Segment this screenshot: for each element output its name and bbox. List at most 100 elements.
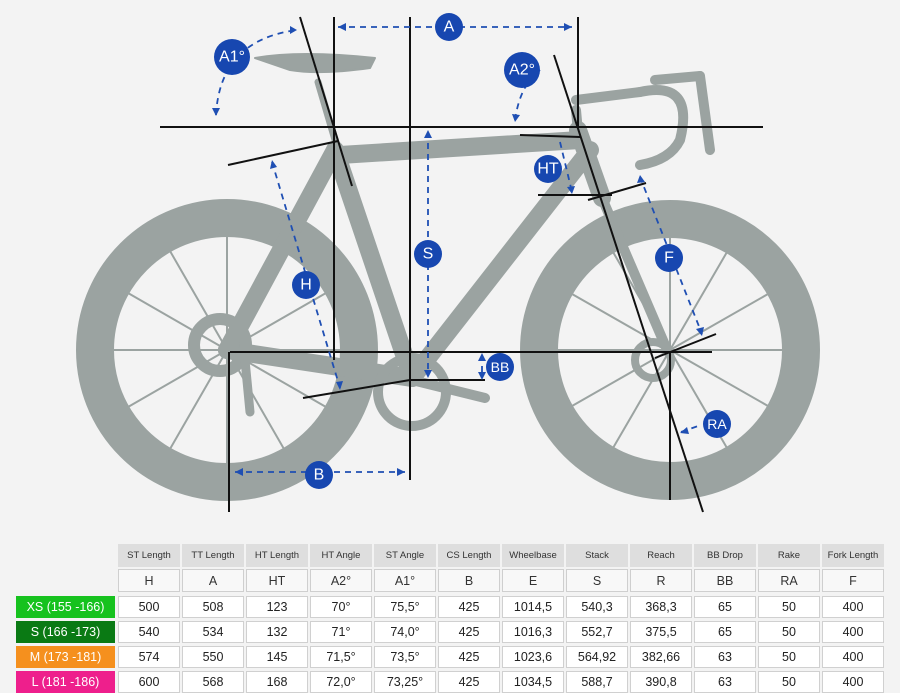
table-cell: 574 [118,646,180,668]
fork-and-cockpit [571,71,715,357]
badge-bb: BB [486,353,514,381]
table-column-header: ST Length [118,544,180,567]
table-cell: 568 [182,671,244,693]
table-cell: 73,5° [374,646,436,668]
table-cell: 1016,3 [502,621,564,643]
svg-text:HT: HT [537,161,559,178]
table-cell: 425 [438,621,500,643]
size-label: M (173 -181) [16,646,115,668]
frame [218,121,611,387]
badge-a2: A2° [504,52,540,88]
table-cell: 71° [310,621,372,643]
table-cell: 368,3 [630,596,692,618]
table-column-header: Fork Length [822,544,884,567]
table-cell: 390,8 [630,671,692,693]
table-column-code: E [502,569,564,592]
table-cell: 540 [118,621,180,643]
table-cell: 540,3 [566,596,628,618]
badge-ra: RA [703,410,731,438]
table-cell: 400 [822,671,884,693]
table-cell: 63 [694,671,756,693]
seat-tube-top-crossline [227,140,339,166]
table-column-header: Wheelbase [502,544,564,567]
table-cell: 534 [182,621,244,643]
table-column-code: H [118,569,180,592]
svg-text:A2°: A2° [509,62,535,79]
table-cell: 50 [758,671,820,693]
table-cell: 600 [118,671,180,693]
svg-text:A: A [444,19,455,36]
head-tube-top-line [519,134,581,138]
table-column-code: A [182,569,244,592]
table-cell: 425 [438,596,500,618]
table-cell: 72,0° [310,671,372,693]
table-cell: 425 [438,671,500,693]
badge-h: H [292,271,320,299]
size-label: S (166 -173) [16,621,115,643]
table-cell: 400 [822,596,884,618]
table-column-header: Stack [566,544,628,567]
table-column-code: S [566,569,628,592]
table-column-header: HT Angle [310,544,372,567]
svg-text:F: F [664,250,674,267]
bb-crossline [302,379,411,399]
size-label: XS (155 -166) [16,596,115,618]
table-cell: 508 [182,596,244,618]
table-cell: 73,25° [374,671,436,693]
table-cell: 50 [758,596,820,618]
table-cell: 550 [182,646,244,668]
table-cell: 1023,6 [502,646,564,668]
table-column-code: RA [758,569,820,592]
table-cell: 425 [438,646,500,668]
bike-geometry-diagram: A A1° A2° HT S H F BB RA B [76,13,820,513]
table-cell: 145 [246,646,308,668]
badge-s: S [414,240,442,268]
badge-f: F [655,244,683,272]
table-cell: 168 [246,671,308,693]
table-column-header: ST Angle [374,544,436,567]
table-column-code: A1° [374,569,436,592]
badge-ht: HT [534,155,562,183]
table-cell: 400 [822,621,884,643]
svg-text:H: H [300,277,312,294]
table-column-code: B [438,569,500,592]
table-cell: 588,7 [566,671,628,693]
table-column-header: Rake [758,544,820,567]
svg-text:BB: BB [491,359,510,375]
table-cell: 1014,5 [502,596,564,618]
rear-wheel [76,199,378,501]
table-cell: 400 [822,646,884,668]
svg-text:RA: RA [707,416,727,432]
table-cell: 65 [694,621,756,643]
table-cell: 50 [758,646,820,668]
table-cell: 500 [118,596,180,618]
table-column-header: TT Length [182,544,244,567]
table-cell: 65 [694,596,756,618]
table-cell: 75,5° [374,596,436,618]
svg-text:B: B [314,467,325,484]
table-column-header: CS Length [438,544,500,567]
fork-axle-crossline [654,333,717,359]
table-cell: 382,66 [630,646,692,668]
table-column-header: BB Drop [694,544,756,567]
table-cell: 70° [310,596,372,618]
table-column-code: BB [694,569,756,592]
table-cell: 132 [246,621,308,643]
steering-axis [553,54,704,513]
table-column-header: Reach [630,544,692,567]
reference-lines [160,16,763,513]
bike-silhouette [76,53,820,501]
svg-text:S: S [423,246,434,263]
badge-a1: A1° [214,39,250,75]
fork-top-crossline [587,182,647,201]
table-cell: 564,92 [566,646,628,668]
size-label: L (181 -186) [16,671,115,693]
table-column-code: HT [246,569,308,592]
badge-a: A [435,13,463,41]
table-cell: 71,5° [310,646,372,668]
table-cell: 74,0° [374,621,436,643]
seat-tube-axis [299,16,353,187]
table-cell: 552,7 [566,621,628,643]
table-cell: 123 [246,596,308,618]
table-cell: 63 [694,646,756,668]
